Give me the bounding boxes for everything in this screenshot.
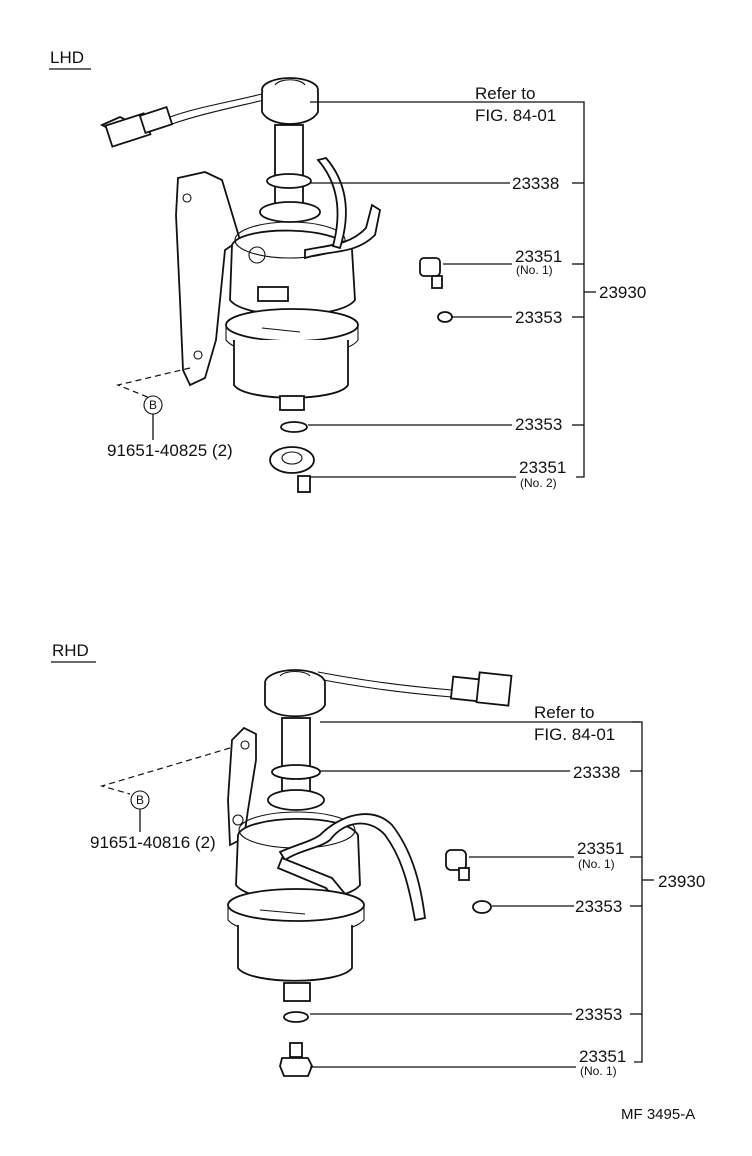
- rhd-bolt-callout: B 91651-40816 (2): [90, 747, 231, 852]
- rhd-callout-23338: 23338: [573, 763, 620, 782]
- lhd-callout-23930: 23930: [599, 283, 646, 302]
- lhd-bolt-marker: B: [149, 398, 157, 412]
- lhd-gasket-side: [437, 311, 453, 323]
- rhd-callout-23351-no1-b-sub: (No. 1): [580, 1064, 617, 1078]
- lhd-callout-23353-b: 23353: [515, 415, 562, 434]
- rhd-connector: [317, 671, 513, 707]
- rhd-fuel-pump: [227, 669, 426, 1002]
- lhd-connector: [99, 93, 265, 148]
- lhd-section: LHD: [49, 48, 646, 493]
- lhd-gasket-bottom: [280, 421, 308, 433]
- rhd-callout-23353-a: 23353: [575, 897, 622, 916]
- rhd-o-ring: [271, 764, 321, 780]
- rhd-bolt-part-number: 91651-40816 (2): [90, 833, 216, 852]
- rhd-bolt-marker: B: [136, 793, 144, 807]
- rhd-plug-no1: [445, 849, 470, 881]
- lhd-fuel-pump: [175, 77, 382, 411]
- rhd-section: RHD: [51, 641, 705, 1078]
- lhd-plug-no1: [419, 257, 443, 289]
- lhd-bolt-part-number: 91651-40825 (2): [107, 441, 233, 460]
- rhd-gasket-bottom: [283, 1011, 309, 1023]
- rhd-section-label: RHD: [52, 641, 89, 660]
- rhd-callout-23353-b: 23353: [575, 1005, 622, 1024]
- lhd-callout-23351-no2: 23351: [519, 458, 566, 477]
- figure-code: MF 3495-A: [621, 1106, 695, 1123]
- lhd-callout-23351-no1: 23351: [515, 247, 562, 266]
- rhd-callout-23351-no1-sub: (No. 1): [578, 857, 615, 871]
- rhd-refer-line1: Refer to: [534, 703, 594, 722]
- rhd-callout-23930: 23930: [658, 872, 705, 891]
- rhd-leaders: [310, 721, 654, 1068]
- lhd-section-label: LHD: [50, 48, 84, 67]
- rhd-plug-no1-b: [279, 1042, 313, 1077]
- rhd-refer-line2: FIG. 84-01: [534, 725, 615, 744]
- rhd-gasket-side: [472, 900, 492, 914]
- lhd-refer-line2: FIG. 84-01: [475, 106, 556, 125]
- lhd-plug-no2: [269, 446, 315, 493]
- rhd-callout-23351-no1-b: 23351: [579, 1047, 626, 1066]
- lhd-leaders: [308, 101, 596, 478]
- lhd-callout-23353-a: 23353: [515, 308, 562, 327]
- lhd-callout-23351-no2-sub: (No. 2): [520, 476, 557, 490]
- lhd-refer-line1: Refer to: [475, 84, 535, 103]
- rhd-callout-23351-no1: 23351: [577, 839, 624, 858]
- lhd-callout-23338: 23338: [512, 174, 559, 193]
- lhd-bolt-callout: B 91651-40825 (2): [107, 367, 233, 460]
- rhd-loose-parts: [279, 849, 492, 1077]
- lhd-loose-parts: [269, 257, 453, 493]
- lhd-callout-23351-no1-sub: (No. 1): [516, 263, 553, 277]
